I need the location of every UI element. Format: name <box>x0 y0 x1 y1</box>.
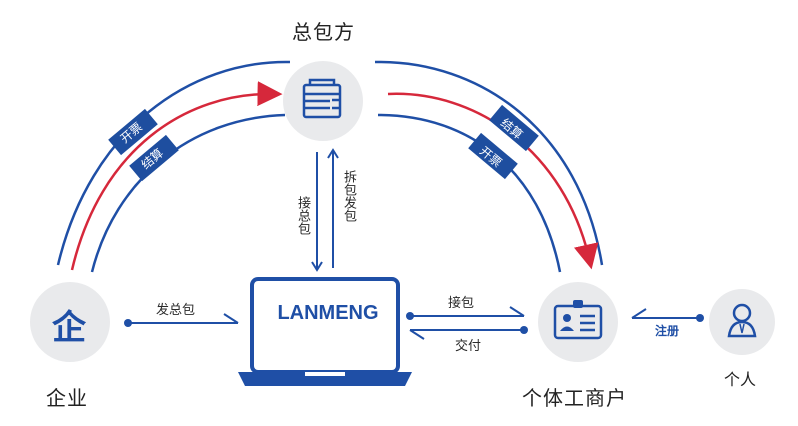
badge-invoice-right <box>468 132 518 180</box>
laptop-platform <box>238 277 412 386</box>
deliver-label: 交付 <box>455 339 482 354</box>
enterprise-label: 企业 <box>46 386 88 410</box>
arc-right-outer-blue <box>374 60 604 266</box>
send-total-label: 发总包 <box>156 303 196 318</box>
building-icon <box>302 78 342 119</box>
badge-invoice-left <box>108 108 158 156</box>
split-send-label: 拆包发包 <box>341 170 356 222</box>
contractor-label: 总包方 <box>292 20 355 44</box>
platform-logo: LANMENG <box>277 302 379 324</box>
individual-business-label: 个体工商户 <box>522 386 627 410</box>
badge-settle-left <box>129 134 179 182</box>
arrow-up-split-head <box>327 148 339 159</box>
enterprise-node <box>30 282 110 362</box>
receive-total-label: 接总包 <box>295 196 310 235</box>
receive-package-label: 接包 <box>448 296 475 311</box>
person-label: 个人 <box>724 370 757 389</box>
individual-business-node <box>538 282 618 362</box>
badge-settle-right <box>489 104 539 152</box>
arrow-down-receive-head <box>311 261 323 272</box>
person-icon <box>727 303 757 338</box>
arc-left-red <box>70 81 283 271</box>
arc-left-outer-blue <box>56 60 291 266</box>
register-label: 注册 <box>655 324 680 338</box>
id-card-icon <box>553 300 603 340</box>
enterprise-icon: 企 <box>52 308 86 348</box>
